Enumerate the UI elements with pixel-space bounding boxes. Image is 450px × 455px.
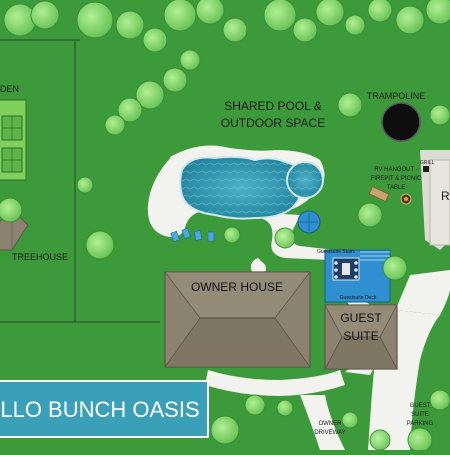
guest-parking-label-line3: PARKING bbox=[407, 421, 434, 427]
tree-icon bbox=[162, 67, 188, 93]
firepit-icon bbox=[400, 193, 412, 205]
pool bbox=[179, 155, 324, 220]
tree-icon bbox=[76, 1, 114, 39]
tree-icon bbox=[0, 197, 23, 223]
guest-suite-roof bbox=[324, 304, 398, 370]
r-label: R bbox=[441, 189, 450, 203]
grill-label: GRILL bbox=[420, 160, 435, 166]
tree-icon bbox=[341, 411, 359, 429]
tree-icon bbox=[429, 389, 450, 411]
tree-icon bbox=[222, 17, 248, 43]
tree-icon bbox=[357, 202, 383, 228]
pool-label-line1: SHARED POOL & bbox=[224, 99, 322, 113]
garden-label: DEN bbox=[0, 84, 19, 94]
tree-icon bbox=[292, 17, 318, 43]
tree-icon bbox=[223, 226, 241, 244]
lounge-chairs bbox=[170, 227, 215, 243]
tree-icon bbox=[315, 0, 345, 27]
tree-icon bbox=[382, 255, 408, 281]
tree-icon bbox=[407, 427, 433, 453]
tree-icon bbox=[135, 80, 165, 110]
guestsuite-deck-label: Guestsuite Deck bbox=[340, 295, 377, 301]
tree-icon bbox=[369, 429, 391, 451]
tree-icon bbox=[337, 92, 363, 118]
tree-icon bbox=[30, 0, 60, 30]
tree-icon bbox=[76, 176, 94, 194]
tree-icon bbox=[395, 5, 425, 35]
tree-icon bbox=[263, 0, 297, 32]
owner-driveway-label-line2: DRIVEWAY bbox=[314, 430, 345, 436]
umbrella-icon bbox=[297, 210, 321, 234]
tree-icon bbox=[195, 0, 225, 25]
tree-icon bbox=[425, 0, 450, 25]
tree-icon bbox=[179, 49, 201, 71]
tree-icon bbox=[210, 415, 240, 445]
tree-icon bbox=[115, 10, 145, 40]
grill-icon bbox=[423, 166, 429, 172]
rv-label-line1: RV HANGOUT - bbox=[374, 167, 417, 173]
guestsuite-stairs-label: Guestsuite Stairs bbox=[317, 249, 356, 255]
map-title: LLO BUNCH OASIS bbox=[0, 397, 199, 422]
title-banner: LLO BUNCH OASIS bbox=[0, 380, 209, 438]
fence-lines bbox=[0, 39, 160, 323]
guest-parking-label-line1: GUEST bbox=[410, 403, 431, 409]
tree-icon bbox=[142, 27, 168, 53]
picnic-table-icon bbox=[368, 186, 390, 202]
tree-icon bbox=[104, 114, 126, 136]
rv-label-line2: FIREPIT & PICNIC bbox=[371, 176, 422, 182]
tree-icon bbox=[276, 399, 294, 417]
pool-label-line2: OUTDOOR SPACE bbox=[221, 116, 325, 130]
rv-label-line3: TABLE bbox=[387, 185, 406, 191]
tree-icon bbox=[244, 394, 266, 416]
gravel-area bbox=[420, 150, 450, 250]
owner-driveway-label-line1: OWNER bbox=[319, 421, 343, 427]
trampoline-label: TRAMPOLINE bbox=[367, 91, 426, 101]
tree-icon bbox=[274, 227, 296, 249]
tree-icon bbox=[344, 14, 366, 36]
treehouse-label: TREEHOUSE bbox=[12, 252, 68, 262]
owner-house-label: OWNER HOUSE bbox=[191, 280, 283, 294]
guest-parking-label-line2: SUITE bbox=[411, 412, 429, 418]
tree-icon bbox=[3, 3, 37, 37]
guest-suite-label-line2: SUITE bbox=[343, 329, 378, 343]
tree-icon bbox=[117, 97, 143, 123]
guestsuite-deck bbox=[324, 249, 391, 303]
owner-house-roof bbox=[164, 271, 311, 368]
garden-beds bbox=[0, 99, 27, 181]
tree-icon bbox=[367, 0, 393, 23]
tree-icon bbox=[163, 0, 197, 32]
guest-suite-label-line1: GUEST bbox=[340, 311, 382, 325]
tree-icon bbox=[85, 230, 115, 260]
tree-icon bbox=[429, 104, 450, 126]
trampoline-icon bbox=[381, 102, 421, 142]
